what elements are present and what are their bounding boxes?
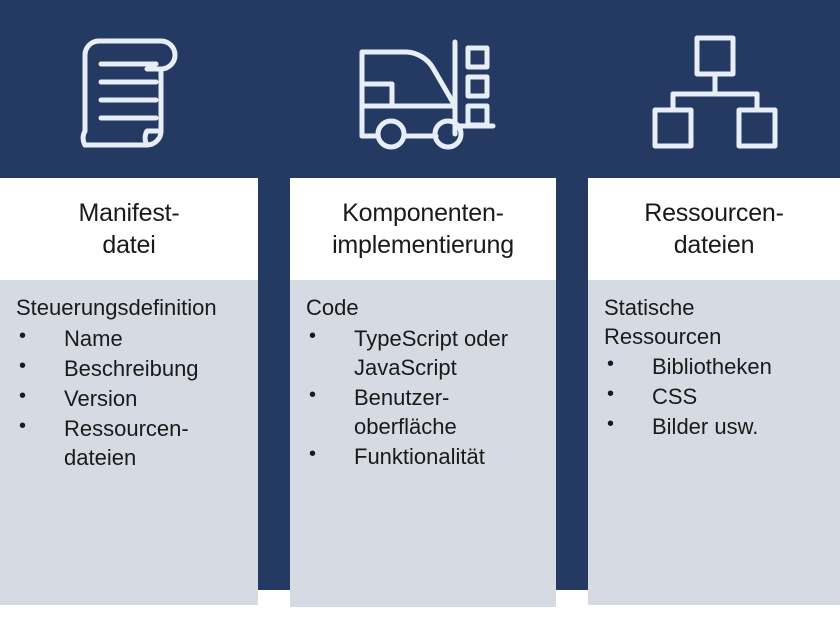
list-item: Name [16, 323, 248, 353]
column-title: Manifest- datei [78, 199, 180, 259]
icon-slot-resources [588, 0, 840, 178]
list-item: Benutzer- oberfläche [306, 382, 546, 441]
list-item: Beschreibung [16, 353, 248, 383]
list-item: TypeScript oder JavaScript [306, 323, 546, 382]
bottom-margin [0, 607, 840, 618]
column-title: Ressourcen- dateien [644, 199, 784, 259]
column-title-card: Manifest- datei [0, 178, 258, 280]
list-item: Bilder usw. [604, 411, 830, 441]
column-manifest: Manifest- datei Steuerungsdefinition Nam… [0, 178, 258, 605]
column-gap-1 [258, 178, 290, 590]
list-item: Version [16, 383, 248, 413]
scroll-document-icon [69, 19, 189, 159]
column-heading: Statische Ressourcen [604, 295, 722, 349]
list-item: Bibliotheken [604, 351, 830, 381]
column-bullet-list: Bibliotheken CSS Bilder usw. [604, 351, 830, 441]
column-title-card: Komponenten- implementierung [290, 178, 556, 280]
forklift-components-icon [348, 24, 498, 154]
column-component: Komponenten- implementierung Code TypeSc… [290, 178, 556, 612]
column-bullet-list: TypeScript oder JavaScript Benutzer- obe… [306, 323, 546, 471]
column-gap-footer-1 [258, 590, 290, 608]
column-heading: Code [306, 295, 359, 320]
column-body-card: Code TypeScript oder JavaScript Benutzer… [290, 280, 556, 612]
column-heading: Steuerungsdefinition [16, 295, 217, 320]
column-title: Komponenten- implementierung [332, 199, 514, 259]
icon-slot-component [290, 0, 556, 178]
column-bullet-list: Name Beschreibung Version Ressourcen- da… [16, 323, 248, 472]
column-gap-footer-2 [556, 590, 588, 608]
hierarchy-tree-icon [649, 24, 779, 154]
list-item: CSS [604, 381, 830, 411]
list-item: Funktionalität [306, 441, 546, 471]
column-title-card: Ressourcen- dateien [588, 178, 840, 280]
icon-banner [0, 0, 840, 178]
list-item: Ressourcen- dateien [16, 413, 248, 472]
column-body-card: Statische Ressourcen Bibliotheken CSS Bi… [588, 280, 840, 605]
column-resources: Ressourcen- dateien Statische Ressourcen… [588, 178, 840, 605]
column-body-card: Steuerungsdefinition Name Beschreibung V… [0, 280, 258, 605]
icon-slot-manifest [0, 0, 258, 178]
column-gap-2 [556, 178, 588, 590]
